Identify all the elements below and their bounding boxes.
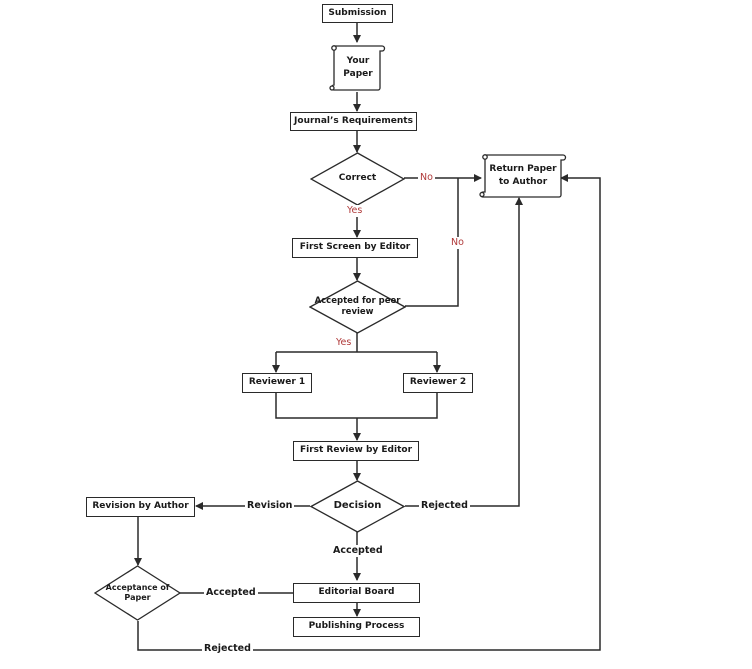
node-correct: Correct	[310, 152, 405, 206]
label-acceptance-accepted: Accepted	[204, 587, 258, 599]
label-correct-yes: Yes	[345, 205, 365, 217]
node-first-screen-label: First Screen by Editor	[299, 242, 411, 253]
label-decision-rejected: Rejected	[419, 500, 470, 512]
node-publishing-process: Publishing Process	[293, 617, 420, 637]
diamond-shape-icon	[310, 480, 405, 533]
node-revision-by-author-label: Revision by Author	[92, 501, 189, 512]
node-reviewer-2-label: Reviewer 2	[409, 377, 467, 388]
node-submission: Submission	[322, 4, 393, 23]
node-revision-by-author: Revision by Author	[86, 497, 195, 517]
scroll-shape-icon	[329, 45, 386, 91]
node-editorial-board: Editorial Board	[293, 583, 420, 603]
node-first-screen: First Screen by Editor	[292, 238, 418, 258]
node-accepted-peer-line2: review	[341, 307, 374, 317]
node-correct-label: Correct	[338, 173, 377, 184]
edge-reviewers-merge	[275, 392, 438, 419]
node-reviewer-1-label: Reviewer 1	[248, 377, 306, 388]
node-publishing-process-label: Publishing Process	[308, 621, 405, 632]
node-journal-requirements: Journal’s Requirements	[290, 112, 417, 131]
node-your-paper: Your Paper	[329, 43, 387, 93]
node-return-paper-line2: to Author	[498, 177, 548, 187]
edge-acceptance-rejected	[137, 174, 601, 651]
edge-peer-no	[405, 178, 459, 307]
node-first-review: First Review by Editor	[293, 441, 419, 461]
label-decision-accepted: Accepted	[331, 545, 385, 557]
node-acceptance-line2: Paper	[124, 593, 151, 602]
node-reviewer-2: Reviewer 2	[403, 373, 473, 393]
scroll-shape-icon	[479, 154, 567, 198]
node-reviewer-1: Reviewer 1	[242, 373, 312, 393]
label-correct-no: No	[418, 172, 435, 184]
node-return-paper-line1: Return Paper	[489, 164, 557, 174]
node-your-paper-line2: Paper	[343, 69, 373, 79]
node-journal-requirements-label: Journal’s Requirements	[294, 115, 413, 126]
diamond-shape-icon	[309, 280, 406, 334]
label-acceptance-rejected: Rejected	[202, 643, 253, 655]
node-editorial-board-label: Editorial Board	[318, 587, 395, 598]
node-return-paper: Return Paper to Author	[478, 152, 568, 200]
node-your-paper-line1: Your	[346, 56, 370, 66]
node-acceptance-line1: Acceptance of	[105, 583, 170, 592]
node-decision: Decision	[310, 480, 405, 533]
node-first-review-label: First Review by Editor	[299, 445, 413, 456]
node-accepted-peer-line1: Accepted for peer	[314, 296, 401, 307]
label-peer-no: No	[449, 237, 466, 249]
node-submission-label: Submission	[328, 7, 387, 18]
diamond-shape-icon	[94, 565, 181, 621]
label-peer-yes: Yes	[334, 337, 354, 349]
label-revision: Revision	[245, 500, 295, 512]
node-decision-label: Decision	[333, 500, 382, 512]
